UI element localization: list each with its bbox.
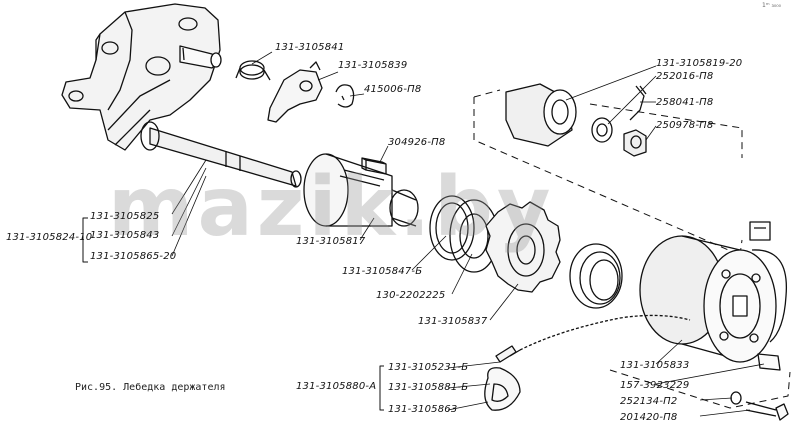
label-part-1: 131-3105841 (275, 42, 345, 53)
winch-drum (639, 235, 788, 363)
shaft-key (361, 157, 387, 175)
label-part-16: 131-3105837 (418, 316, 488, 327)
label-part-12: 131-3105865-20 (90, 251, 177, 262)
label-part-15: 130-2202225 (376, 290, 446, 301)
label-part-5: 131-3105819-20 (656, 58, 743, 69)
figure-caption: Рис.95. Лебедка держателя (75, 382, 226, 393)
retaining-ring (429, 195, 475, 261)
label-part-4: 304926-П8 (388, 137, 446, 148)
bracket-housing (61, 3, 221, 151)
label-part-7: 258041-П8 (656, 97, 714, 108)
label-part-2: 131-3105839 (338, 60, 408, 71)
label-part-9: 131-3105824-10 (6, 232, 93, 243)
ratchet-gear (485, 201, 561, 293)
spring-clip (235, 60, 271, 81)
label-part-13: 131-3105817 (296, 236, 366, 247)
cable-thimble (484, 345, 521, 411)
label-part-19: 252134-П2 (620, 396, 678, 407)
label-part-24: 131-3105880-А (296, 381, 377, 392)
small-plate (749, 221, 771, 241)
label-part-22: 131-3105881-Б (388, 382, 469, 393)
washer (591, 117, 613, 143)
label-part-11: 131-3105843 (90, 230, 160, 241)
hex-nut (505, 83, 577, 147)
drum-hub (303, 153, 419, 227)
castle-nut (623, 129, 647, 157)
lever (267, 61, 323, 123)
coil-spring (569, 243, 623, 309)
label-part-20: 201420-П8 (620, 412, 678, 423)
label-part-18: 157-3923229 (620, 380, 690, 391)
long-shaft (140, 121, 302, 188)
cotter-pin (629, 85, 647, 121)
label-part-3: 415006-П8 (364, 84, 422, 95)
snap-ring (335, 84, 355, 108)
group-bracket-left (82, 217, 88, 263)
label-part-10: 131-3105825 (90, 211, 160, 222)
leader-lines (171, 51, 765, 417)
label-part-23: 131-3105863 (388, 404, 458, 415)
bracket-pin (179, 45, 222, 69)
label-part-6: 252016-П8 (656, 71, 714, 82)
label-part-14: 131-3105847-Б (342, 266, 423, 277)
group-bracket-bottom (379, 365, 384, 411)
label-part-8: 250978-П8 (656, 120, 714, 131)
cable (519, 314, 691, 351)
label-part-17: 131-3105833 (620, 360, 690, 371)
corner-mark: 1ᵐ ₃₀₀₀ (762, 2, 782, 9)
drum-clip (757, 353, 781, 371)
assembly-dashed-outline (473, 89, 791, 409)
label-part-21: 131-3105231-Б (388, 362, 469, 373)
